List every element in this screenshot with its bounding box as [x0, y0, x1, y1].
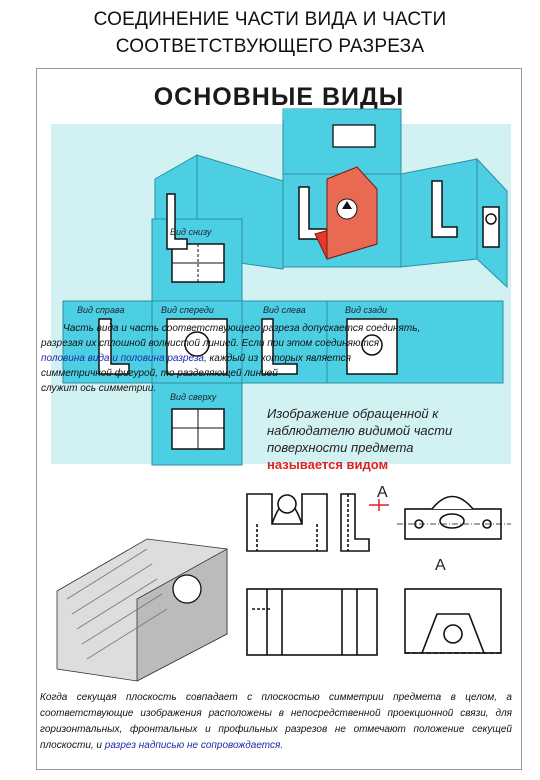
view-definition-highlight: называется видом: [267, 457, 389, 472]
bottom-section-drawing: [246, 588, 378, 656]
label-front-view: Вид спереди: [161, 305, 214, 315]
overlay-line-3-highlight: половина вида и половина разреза,: [41, 353, 207, 364]
poster-title: ОСНОВНЫЕ ВИДЫ: [153, 83, 405, 111]
view-definition-text: Изображение обращенной к наблюдателю вид…: [267, 406, 453, 455]
slide-title-line1: СОЕДИНЕНИЕ ЧАСТИ ВИДА И ЧАСТИ: [93, 9, 447, 30]
label-top-view: Вид сверху: [170, 392, 217, 402]
footer-text: Когда секущая плоскость совпадает с плос…: [40, 692, 512, 751]
overlay-line-1: Часть вида и часть соответствующего разр…: [63, 323, 421, 334]
side-view-drawing: [340, 493, 370, 552]
poster: ОСНОВНЫЕ ВИДЫ: [36, 68, 522, 770]
section-arrow-a: [369, 499, 389, 511]
label-back-view: Вид сзади: [345, 305, 388, 315]
footer-note: Когда секущая плоскость совпадает с плос…: [40, 690, 512, 754]
views-unfolding-diagram: [62, 108, 508, 466]
overlay-line-2: разрезая их сплошной волнистой линией. Е…: [41, 338, 380, 349]
right-view-drawing: [397, 495, 511, 540]
top-view-drawing-a: [404, 588, 502, 654]
hatching: [66, 548, 168, 660]
arrow-label-a: А: [377, 484, 388, 501]
label-left-view: Вид слева: [263, 305, 306, 315]
overlay-line-3-rest: каждый из которых является: [206, 353, 351, 364]
isometric-hatched-part: [56, 538, 228, 682]
label-right-view: Вид справа: [77, 305, 125, 315]
front-view-drawing: [246, 493, 328, 552]
isometric-part-red: [314, 166, 378, 260]
footer-blue-text: разрез надписью не сопровождается.: [104, 740, 284, 751]
slide-title: СОЕДИНЕНИЕ ЧАСТИ ВИДА И ЧАСТИ СООТВЕТСТВ…: [0, 6, 540, 60]
label-bottom-view: Вид снизу: [170, 227, 212, 237]
view-label-a: А: [435, 557, 446, 574]
overlay-line-5: служит ось симметрии.: [41, 383, 157, 394]
slide-title-line2: СООТВЕТСТВУЮЩЕГО РАЗРЕЗА: [115, 36, 425, 57]
profile-shapes: [98, 180, 500, 375]
overlay-line-3: половина вида и половина разреза, каждый…: [41, 351, 351, 366]
overlay-line-4: симметричной фигурой, то разделяющей лин…: [41, 368, 278, 379]
view-definition: Изображение обращенной к наблюдателю вид…: [267, 405, 517, 473]
part-drawings: [56, 493, 511, 682]
